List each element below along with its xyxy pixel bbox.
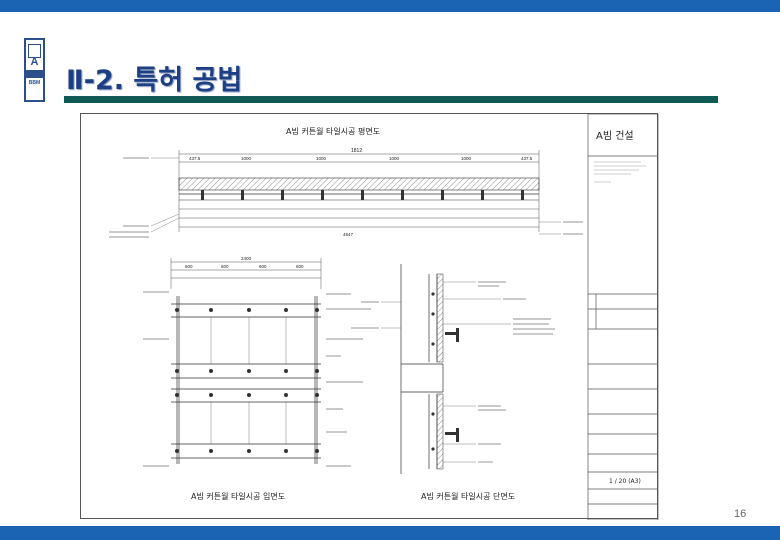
title-block-notes <box>594 161 646 183</box>
logo-label: BBM <box>28 80 41 86</box>
title-block-company: A빔 건설 <box>596 130 634 142</box>
section-brackets <box>431 292 459 451</box>
logo-bar <box>26 70 43 78</box>
plan-segment-labels: 437.5 1000 1000 1000 1000 437.5 <box>189 156 533 161</box>
logo-letter: A <box>30 56 39 68</box>
title-underline <box>64 96 718 103</box>
plan-anchor-marks <box>201 190 524 200</box>
elevation-top-4: 600 <box>296 264 304 269</box>
plan-segment-1: 437.5 <box>189 156 201 161</box>
elevation-top-dimensions: 600 600 600 600 <box>185 264 304 269</box>
section-tile-band <box>436 273 444 470</box>
elevation-dimension-lines <box>170 258 322 289</box>
page-number: 16 <box>734 508 747 520</box>
section-view-title: A빔 커튼월 타일시공 단면도 <box>421 491 515 501</box>
elevation-callout-text <box>143 291 371 467</box>
drawing-svg: A빔 건설 1 / 20 (A3) A빔 커튼월 타일시공 평면도 1812 4… <box>109 114 659 520</box>
elevation-frame <box>171 296 321 464</box>
construction-drawing: A빔 건설 1 / 20 (A3) A빔 커튼월 타일시공 평면도 1812 4… <box>80 113 659 520</box>
bottom-bar <box>0 526 780 540</box>
title-block <box>587 114 659 520</box>
elevation-top-2: 600 <box>221 264 229 269</box>
plan-segment-4: 1000 <box>389 156 400 161</box>
plan-callout-text <box>109 157 583 238</box>
plan-wall-section <box>178 177 540 201</box>
plan-total-dimension: 1812 <box>351 148 362 154</box>
elevation-view-title: A빔 커튼월 타일시공 입면도 <box>191 491 285 501</box>
elevation-tile-joints <box>210 317 287 444</box>
top-bar <box>0 0 780 12</box>
logo-frame-icon <box>28 44 41 58</box>
elevation-top-1: 600 <box>185 264 193 269</box>
title-block-scale: 1 / 20 (A3) <box>609 478 641 485</box>
company-logo: A BBM <box>24 38 45 102</box>
plan-view-title: A빔 커튼월 타일시공 평면도 <box>286 126 380 136</box>
page-title: Ⅱ-2. 특허 공법 <box>66 65 243 96</box>
plan-segment-6: 437.5 <box>521 156 533 161</box>
section-callout-lines <box>381 281 511 463</box>
elevation-top-3: 600 <box>259 264 267 269</box>
plan-dimension-lines <box>178 150 540 232</box>
plan-segment-2: 1000 <box>241 156 252 161</box>
section-outline <box>400 264 444 474</box>
plan-segment-3: 1000 <box>316 156 327 161</box>
plan-segment-5: 1000 <box>461 156 472 161</box>
elevation-clips <box>175 308 319 453</box>
plan-bottom-total: 4847 <box>343 232 354 237</box>
plan-callouts <box>150 157 561 235</box>
section-callout-text <box>351 281 555 463</box>
elevation-total-dimension: 2400 <box>241 256 252 261</box>
